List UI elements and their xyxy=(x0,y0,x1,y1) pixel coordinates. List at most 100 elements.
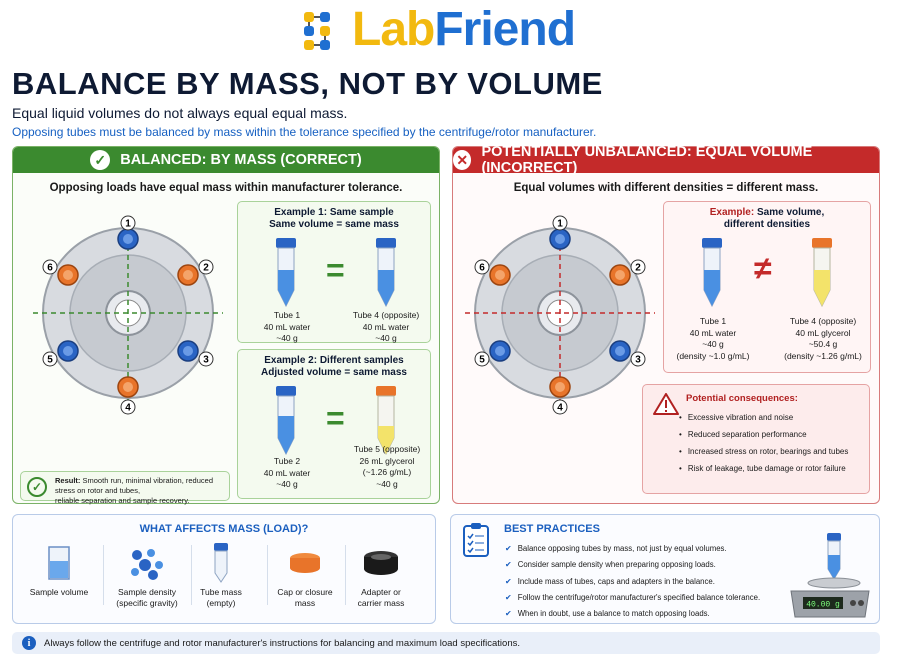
u-slot-5-blue-icon xyxy=(489,340,511,362)
molecules-icon xyxy=(107,543,187,583)
balanced-lead: Opposing loads have equal mass within ma… xyxy=(49,182,403,194)
pos-1-label: 1 xyxy=(125,219,131,230)
page-subtitle-2: Opposing tubes must be balanced by mass … xyxy=(12,125,597,139)
tube-1-water-icon xyxy=(276,238,296,308)
check-icon: ✓ xyxy=(90,150,111,170)
best-practices-panel: BEST PRACTICES Balance opposing tubes by… xyxy=(450,514,880,624)
example-1-title2: Same volume = same mass xyxy=(269,219,399,230)
logo-text-friend: Friend xyxy=(434,3,576,56)
u-slot-3-blue-icon xyxy=(609,340,631,362)
u-right-label: Tube 4 (opposite)40 mL glycerol~50.4 g(d… xyxy=(784,316,862,361)
footer-note: i Always follow the centrifuge and rotor… xyxy=(12,632,880,654)
tube-icon xyxy=(181,543,261,583)
clipboard-icon xyxy=(463,523,489,557)
page-subtitle: Equal liquid volumes do not always equal… xyxy=(12,105,348,121)
u-pos-2-label: 2 xyxy=(635,263,641,274)
u-slot-2-orange-icon xyxy=(609,264,631,286)
list-item: Balance opposing tubes by mass, not just… xyxy=(505,541,760,557)
consequences-list: Excessive vibration and noise Reduced se… xyxy=(679,409,849,477)
slot-1-blue-icon xyxy=(117,228,139,250)
x-icon: ✕ xyxy=(453,150,472,170)
u-tube-4-glycerol-icon xyxy=(812,238,832,308)
tube-2-water-icon xyxy=(276,386,296,456)
unbalanced-header-text: POTENTIALLY UNBALANCED: EQUAL VOLUME (IN… xyxy=(481,144,813,176)
balanced-panel: ✓ BALANCED: BY MASS (CORRECT) Opposing l… xyxy=(12,146,440,504)
affects-mass-panel: WHAT AFFECTS MASS (LOAD)? Sample volume … xyxy=(12,514,436,624)
u-slot-1-blue-icon xyxy=(549,228,571,250)
not-equal-symbol: ≠ xyxy=(754,250,772,286)
list-item: Risk of leakage, tube damage or rotor fa… xyxy=(679,460,848,477)
list-item: Increased stress on rotor, bearings and … xyxy=(679,443,849,460)
result-text: Smooth run, minimal vibration, reduced s… xyxy=(55,476,213,495)
unbalanced-example-box: Example: Same volume, different densitie… xyxy=(663,201,871,373)
pos-3-label: 3 xyxy=(203,355,209,366)
example-1-title: Example 1: Same sample xyxy=(274,207,394,218)
beaker-icon xyxy=(19,543,99,583)
pos-6-label: 6 xyxy=(47,263,53,274)
slot-5-blue-icon xyxy=(57,340,79,362)
u-tube-1-water-icon xyxy=(702,238,722,308)
info-icon: i xyxy=(22,636,36,650)
slot-6-orange-icon xyxy=(57,264,79,286)
equals-symbol: = xyxy=(326,252,345,288)
u-example-title2: different densities xyxy=(723,219,811,230)
unbalanced-lead: Equal volumes with different densities =… xyxy=(513,182,819,194)
pos-2-label: 2 xyxy=(203,263,209,274)
balanced-header: ✓ BALANCED: BY MASS (CORRECT) xyxy=(13,147,439,173)
result-box: ✓ Result: Smooth run, minimal vibration,… xyxy=(20,471,230,505)
result-text-2: reliable separation and sample recovery. xyxy=(55,496,190,505)
list-item: Include mass of tubes, caps and adapters… xyxy=(505,574,760,590)
warning-icon xyxy=(653,393,679,415)
slot-4-orange-icon xyxy=(117,376,139,398)
footer-text: Always follow the centrifuge and rotor m… xyxy=(44,637,520,649)
list-item: When in doubt, use a balance to match op… xyxy=(505,606,760,622)
unbalanced-header: ✕ POTENTIALLY UNBALANCED: EQUAL VOLUME (… xyxy=(453,144,879,176)
adapter-icon xyxy=(341,543,421,583)
example-1-box: Example 1: Same sample Same volume = sam… xyxy=(237,201,431,343)
example-2-box: Example 2: Different samples Adjusted vo… xyxy=(237,349,431,499)
ex2-right-label: Tube 5 (opposite)26 mL glycerol(~1.26 g/… xyxy=(353,444,421,489)
balance-scale-icon: 40.00 g xyxy=(790,533,870,618)
list-item: Follow the centrifuge/rotor manufacturer… xyxy=(505,590,760,606)
u-slot-6-orange-icon xyxy=(489,264,511,286)
scale-readout: 40.00 g xyxy=(806,601,840,610)
affects-item-density: Sample density(specific gravity) xyxy=(107,543,187,609)
tube-4-water-icon xyxy=(376,238,396,308)
example-2-title2: Adjusted volume = same mass xyxy=(261,367,407,378)
logo-mark-icon xyxy=(300,6,352,54)
slot-2-orange-icon xyxy=(177,264,199,286)
result-label: Result: xyxy=(55,476,81,485)
result-check-icon: ✓ xyxy=(27,477,47,497)
ex1-right-label: Tube 4 (opposite)40 mL water~40 g xyxy=(352,310,420,343)
consequences-title: Potential consequences: xyxy=(686,393,798,404)
u-pos-6-label: 6 xyxy=(479,263,485,274)
tube-5-glycerol-icon xyxy=(376,386,396,456)
best-practices-list: Balance opposing tubes by mass, not just… xyxy=(505,541,760,622)
logo-text-lab: Lab xyxy=(352,3,435,56)
u-pos-5-label: 5 xyxy=(479,355,485,366)
list-item: Excessive vibration and noise xyxy=(679,409,848,426)
u-example-title-label: Example: xyxy=(709,207,755,218)
consequences-box: Potential consequences: Excessive vibrat… xyxy=(642,384,870,494)
u-pos-3-label: 3 xyxy=(635,355,641,366)
example-2-title: Example 2: Different samples xyxy=(264,355,404,366)
affects-item-volume: Sample volume xyxy=(19,543,99,598)
list-item: Consider sample density when preparing o… xyxy=(505,557,760,573)
cap-icon xyxy=(265,543,345,583)
u-pos-4-label: 4 xyxy=(557,403,563,414)
u-slot-4-orange-icon xyxy=(549,376,571,398)
rotor-balanced-diagram: 1 2 3 4 5 6 xyxy=(33,215,223,415)
u-example-title-rest: Same volume, xyxy=(756,207,825,218)
pos-4-label: 4 xyxy=(125,403,131,414)
rotor-unbalanced-diagram: 1 2 3 4 5 6 xyxy=(465,215,655,415)
balanced-header-text: BALANCED: BY MASS (CORRECT) xyxy=(120,152,362,168)
list-item: Reduced separation performance xyxy=(679,426,848,443)
page-title: BALANCE BY MASS, NOT BY VOLUME xyxy=(12,66,603,101)
unbalanced-panel: ✕ POTENTIALLY UNBALANCED: EQUAL VOLUME (… xyxy=(452,144,880,504)
